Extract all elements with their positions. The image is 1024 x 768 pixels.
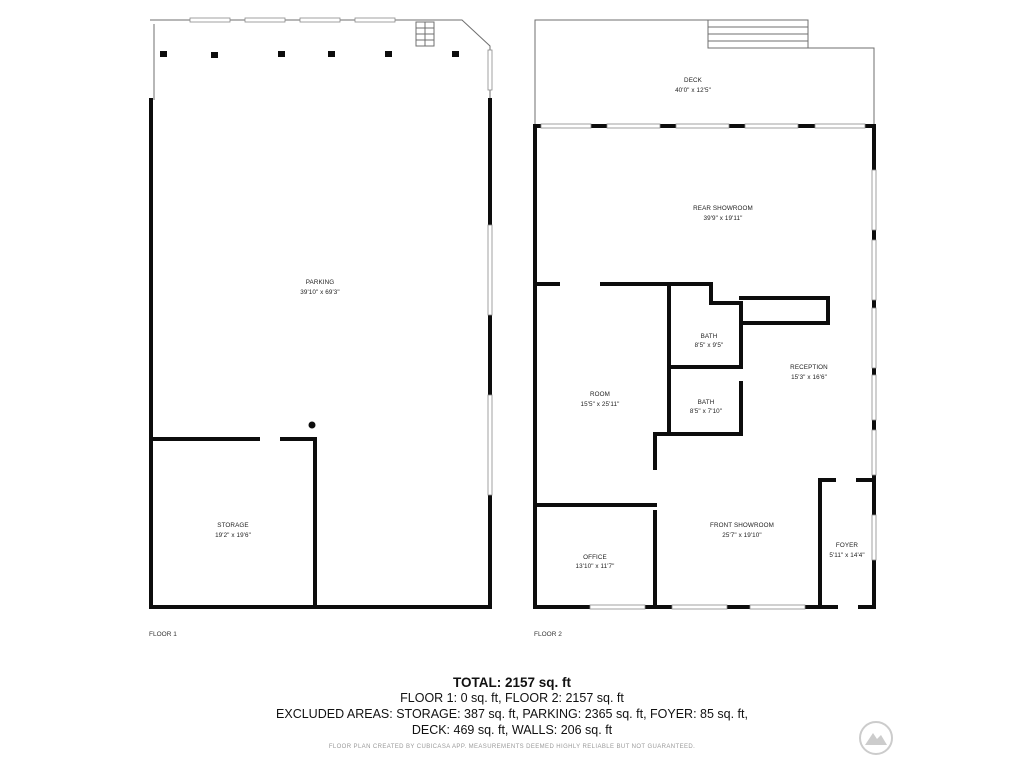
window — [487, 394, 493, 496]
window — [487, 49, 493, 91]
room-dims-room: 15'5" x 25'11" — [581, 401, 620, 408]
window — [244, 17, 286, 23]
room-dims-storage: 19'2" x 19'6" — [215, 532, 251, 539]
window — [871, 429, 877, 476]
room-dims-reception: 15'3" x 16'6" — [791, 374, 827, 381]
window — [675, 123, 730, 129]
room-label-bath-2: BATH — [698, 399, 715, 406]
column-post — [452, 51, 459, 57]
excluded-areas-line: EXCLUDED AREAS: STORAGE: 387 sq. ft, PAR… — [276, 707, 748, 721]
window — [606, 123, 661, 129]
window — [354, 17, 396, 23]
window — [744, 123, 799, 129]
total-area: TOTAL: 2157 sq. ft — [452, 675, 572, 690]
interior-wall — [667, 381, 743, 436]
storage-wall — [149, 437, 317, 609]
floor-areas-line: FLOOR 1: 0 sq. ft, FLOOR 2: 2157 sq. ft — [400, 691, 624, 705]
window — [299, 17, 341, 23]
excluded-areas-line-2: DECK: 469 sq. ft, WALLS: 206 sq. ft — [411, 723, 613, 737]
deck-outline — [534, 19, 808, 126]
interior-wall — [533, 282, 743, 369]
door-opening — [560, 281, 600, 287]
room-label-reception: RECEPTION — [790, 364, 828, 371]
entry-door — [838, 604, 858, 610]
floor-2-label: FLOOR 2 — [534, 631, 562, 638]
window — [871, 169, 877, 231]
disclaimer: FLOOR PLAN CREATED BY CUBICASA APP. MEAS… — [328, 744, 696, 750]
floor-1-stairs — [415, 21, 435, 47]
window — [487, 224, 493, 316]
room-dims-rear-showroom: 39'9" x 19'11" — [704, 215, 743, 222]
window — [871, 307, 877, 369]
floor-1-plan: PARKING 39'10" x 69'3" STORAGE 19'2" x 1… — [149, 17, 493, 638]
window — [871, 514, 877, 561]
column-post — [308, 421, 316, 429]
column-post — [328, 51, 335, 57]
room-label-front-showroom: FRONT SHOWROOM — [710, 522, 774, 529]
window — [189, 17, 231, 23]
room-dims-bath-1: 8'5" x 9'5" — [695, 342, 724, 349]
reception-partition — [739, 296, 830, 325]
window — [814, 123, 866, 129]
room-label-rear-showroom: REAR SHOWROOM — [693, 205, 753, 212]
room-dims-parking: 39'10" x 69'3" — [300, 289, 339, 296]
room-label-foyer: FOYER — [836, 542, 859, 549]
window — [589, 604, 646, 610]
room-dims-front-showroom: 25'7" x 19'10" — [722, 532, 761, 539]
room-dims-foyer: 5'11" x 14'4" — [829, 552, 864, 559]
floor-1-label: FLOOR 1 — [149, 631, 177, 638]
deck-outline — [807, 20, 875, 126]
column-post — [385, 51, 392, 57]
room-dims-office: 13'10" x 11'7" — [576, 563, 615, 570]
window — [671, 604, 728, 610]
floor-1-upper-outline — [150, 19, 491, 100]
room-dims-bath-2: 8'5" x 7'10" — [690, 408, 722, 415]
floor-1-exterior-wall — [149, 98, 492, 609]
column-post — [278, 51, 285, 57]
column-post — [211, 52, 218, 58]
room-dims-deck: 40'0" x 12'5" — [675, 87, 711, 94]
window — [749, 604, 806, 610]
window — [871, 239, 877, 301]
room-label-storage: STORAGE — [217, 522, 248, 529]
floor-2-plan: DECK 40'0" x 12'5" REAR SHOWROOM 39'9" x… — [533, 19, 877, 638]
room-label-office: OFFICE — [583, 554, 607, 561]
deck-stairs — [707, 19, 809, 49]
room-label-bath-1: BATH — [701, 333, 718, 340]
interior-wall — [653, 432, 671, 609]
column-post — [160, 51, 167, 57]
door-opening — [836, 477, 856, 483]
mountain-logo-icon — [859, 721, 893, 755]
window — [871, 374, 877, 421]
room-label-room: ROOM — [590, 391, 610, 398]
door-opening — [652, 470, 658, 510]
room-label-parking: PARKING — [306, 279, 335, 286]
room-label-deck: DECK — [684, 77, 703, 84]
window — [540, 123, 592, 129]
storage-door — [260, 436, 280, 442]
